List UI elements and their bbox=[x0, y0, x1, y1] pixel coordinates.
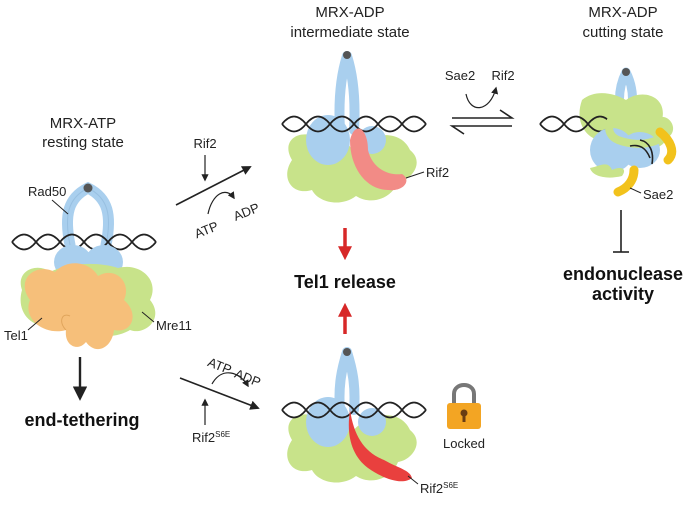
tel1-protein bbox=[24, 263, 133, 350]
intermediate-state-subtitle: intermediate state bbox=[290, 24, 409, 41]
forward-arrow-top bbox=[175, 166, 252, 206]
adp-label-bottom: ADP bbox=[232, 366, 262, 390]
dna-helix-intermediate bbox=[281, 115, 427, 133]
mre11-label: Mre11 bbox=[156, 318, 192, 333]
forward-equilibrium-arrow bbox=[452, 109, 515, 119]
forward-arrow-bottom bbox=[179, 377, 260, 410]
resting-state-complex: MRX-ATP resting state Rad50 Tel1 Mre11 e… bbox=[4, 115, 192, 430]
endonuclease-label: endonuclease bbox=[563, 264, 683, 284]
rif2-label-intermediate: Rif2 bbox=[426, 165, 449, 180]
tel1-release-label: Tel1 release bbox=[294, 272, 396, 292]
resting-state-title: MRX-ATP bbox=[50, 115, 116, 132]
tel1-release-center: Tel1 release bbox=[294, 228, 396, 334]
dna-helix-resting bbox=[11, 233, 157, 251]
cutting-state-title: MRX-ADP bbox=[588, 4, 657, 21]
locked-state-complex: Rif2S6E Locked bbox=[281, 347, 485, 496]
rad50-coil-intermediate bbox=[334, 51, 360, 135]
tel1-label: Tel1 bbox=[4, 328, 28, 343]
rif2-s6e-label: Rif2S6E bbox=[420, 481, 458, 496]
dna-helix-cutting bbox=[539, 115, 613, 133]
zinc-hook-icon bbox=[83, 183, 93, 193]
padlock-icon bbox=[447, 383, 481, 429]
activity-label: activity bbox=[592, 284, 654, 304]
equilibrium-arrows: Sae2 Rif2 bbox=[445, 68, 515, 135]
locked-label: Locked bbox=[443, 436, 485, 451]
sae2-protein-lower bbox=[613, 165, 639, 197]
rif2-s6e-protein bbox=[348, 410, 412, 482]
rad50-label: Rad50 bbox=[28, 184, 66, 199]
sae2-protein-upper bbox=[655, 127, 677, 165]
rif2-equilibrium-label: Rif2 bbox=[491, 68, 514, 83]
rif2-protein bbox=[350, 128, 407, 191]
reaction-arrow-top: Rif2 ATP ADP bbox=[175, 136, 262, 241]
cutting-state-subtitle: cutting state bbox=[583, 24, 664, 41]
dna-helix-locked bbox=[281, 401, 427, 419]
cutting-state-complex: MRX-ADP cutting state Sae2 endonuclease … bbox=[539, 4, 683, 304]
rif2-s6e-input-label: Rif2S6E bbox=[192, 430, 230, 445]
rif2-input-label: Rif2 bbox=[193, 136, 216, 151]
end-tethering-label: end-tethering bbox=[25, 410, 140, 430]
intermediate-state-title: MRX-ADP bbox=[315, 4, 384, 21]
sae2-label-cutting: Sae2 bbox=[643, 187, 673, 202]
atp-label-bottom: ATP bbox=[206, 354, 234, 377]
sae2-equilibrium-label: Sae2 bbox=[445, 68, 475, 83]
atp-label-top: ATP bbox=[192, 218, 220, 241]
adp-label-top: ADP bbox=[231, 200, 261, 224]
reverse-equilibrium-arrow bbox=[449, 125, 512, 135]
resting-state-subtitle: resting state bbox=[42, 134, 124, 151]
reaction-arrow-bottom: ATP ADP Rif2S6E bbox=[179, 354, 263, 445]
rad50-head-intermediate bbox=[306, 115, 350, 165]
intermediate-state-complex: MRX-ADP intermediate state Rif2 bbox=[281, 4, 449, 203]
